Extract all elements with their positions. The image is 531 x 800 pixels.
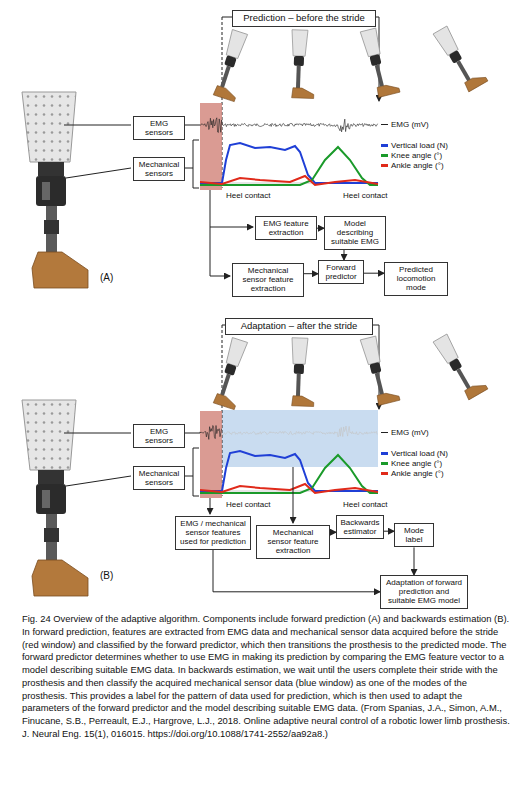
- box-text: EMG sensors: [137, 119, 181, 137]
- process-box: EMG sensors: [133, 424, 185, 448]
- legend-text: EMG (mV): [391, 120, 429, 129]
- legend-swatch: [381, 144, 388, 147]
- stage-header: Adaptation – after the stride: [225, 318, 373, 335]
- process-box: Model describing suitable EMG: [324, 216, 386, 250]
- legend-row: Ankle angle (°): [381, 469, 444, 478]
- legend-swatch: [381, 462, 388, 465]
- process-box: Mechanical sensors: [133, 157, 185, 181]
- legend-text: Knee angle (°): [391, 151, 442, 160]
- box-text: Backwards estimator: [340, 518, 380, 536]
- box-text: Model describing suitable EMG: [328, 219, 382, 247]
- process-box: Backwards estimator: [336, 515, 384, 539]
- legend-line: [381, 124, 388, 125]
- panel-label: (B): [100, 570, 113, 581]
- event-label: Heel contact: [343, 500, 387, 509]
- legend-row: Knee angle (°): [381, 459, 442, 468]
- box-text: EMG / mechanical sensor features used fo…: [179, 519, 247, 547]
- legend-row: Vertical load (N): [381, 141, 448, 150]
- flow-arrow: [304, 273, 318, 274]
- process-box: Mechanical sensors: [133, 466, 185, 490]
- legend-text: Vertical load (N): [391, 141, 448, 150]
- process-box: Mechanical sensor feature extraction: [256, 525, 330, 559]
- box-text: Mode label: [398, 526, 430, 544]
- box-text: EMG sensors: [137, 427, 181, 445]
- box-text: Adaptation of forward prediction and sui…: [384, 578, 464, 606]
- panel-label: (A): [100, 272, 113, 283]
- legend-text: Vertical load (N): [391, 449, 448, 458]
- flow-arrow: [364, 273, 384, 274]
- legend-row: Knee angle (°): [381, 151, 442, 160]
- box-text: Prediction – before the stride: [237, 13, 371, 24]
- legend-text: Ankle angle (°): [391, 161, 444, 170]
- legend-row: EMG (mV): [381, 120, 429, 129]
- flow-arrow: [414, 547, 415, 575]
- legend-row: Ankle angle (°): [381, 161, 444, 170]
- legend-text: Ankle angle (°): [391, 469, 444, 478]
- process-box: Predicted locomotion mode: [384, 262, 448, 296]
- process-box: Forward predictor: [318, 260, 364, 284]
- legend-row: Vertical load (N): [381, 449, 448, 458]
- event-label: Heel contact: [343, 191, 387, 200]
- box-text: Mechanical sensor feature extraction: [236, 266, 300, 294]
- legend-row: EMG (mV): [381, 428, 429, 437]
- legend-swatch: [381, 452, 388, 455]
- box-text: Mechanical sensors: [137, 160, 181, 178]
- flow-arrow: [384, 531, 394, 532]
- process-box: Mechanical sensor feature extraction: [232, 263, 304, 297]
- legend-text: Knee angle (°): [391, 459, 442, 468]
- legend-swatch: [381, 472, 388, 475]
- process-box: Adaptation of forward prediction and sui…: [380, 575, 468, 609]
- process-box: EMG / mechanical sensor features used fo…: [175, 516, 251, 550]
- stage-header: Prediction – before the stride: [232, 10, 376, 27]
- process-box: Mode label: [394, 523, 434, 547]
- box-text: Forward predictor: [322, 263, 360, 281]
- event-label: Heel contact: [226, 500, 270, 509]
- legend-text: EMG (mV): [391, 428, 429, 437]
- box-text: Adaptation – after the stride: [230, 321, 368, 332]
- box-text: Mechanical sensor feature extraction: [260, 528, 326, 556]
- figure-caption: Fig. 24 Overview of the adaptive algorit…: [22, 613, 510, 741]
- legend-line: [381, 432, 388, 433]
- legend-swatch: [381, 154, 388, 157]
- process-box: EMG feature extraction: [255, 216, 317, 240]
- process-box: EMG sensors: [133, 116, 185, 140]
- box-text: Predicted locomotion mode: [388, 265, 444, 293]
- event-label: Heel contact: [226, 191, 270, 200]
- flow-arrow: [344, 250, 345, 260]
- box-text: EMG feature extraction: [259, 219, 313, 237]
- box-text: Mechanical sensors: [137, 469, 181, 487]
- flow-arrow: [317, 228, 324, 229]
- legend-swatch: [381, 164, 388, 167]
